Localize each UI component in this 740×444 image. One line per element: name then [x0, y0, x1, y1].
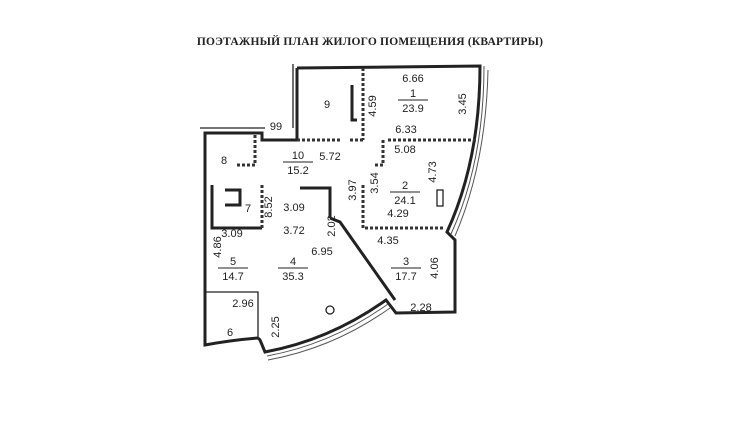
dimension: 4.06	[429, 257, 441, 278]
dimension: 2.96	[232, 298, 253, 310]
dimension: 3.72	[283, 225, 304, 237]
room-3-area: 17.7	[395, 271, 416, 283]
dimension: 6.33	[395, 124, 416, 136]
room-8-number: 8	[221, 155, 227, 167]
room-6-number: 6	[227, 327, 233, 339]
room-1-area: 23.9	[402, 103, 423, 115]
room-1-number: 1	[410, 88, 416, 100]
dimension: 4.73	[427, 161, 439, 182]
dimension: 3.45	[457, 93, 469, 114]
dimension: 5.72	[319, 151, 340, 163]
dimension: 3.09	[221, 228, 242, 240]
dimension: 2.02	[326, 215, 338, 236]
dimension: 2.28	[410, 302, 431, 314]
room-4-area: 35.3	[282, 271, 303, 283]
room-labels: 1 23.9 2 24.1 3 17.7 4 35.3 5 14.7 6 7 8…	[218, 88, 428, 339]
dimension: 6.66	[402, 73, 423, 85]
dimension: 5.08	[394, 144, 415, 156]
room-4-number: 4	[290, 256, 296, 268]
dimensions: 6.66 3.45 4.59 6.33 99 5.72 5.08 4.73 3.…	[212, 73, 469, 338]
dimension: 3.97	[347, 179, 359, 200]
dimension: 3.09	[283, 202, 304, 214]
room-9-number: 9	[324, 99, 330, 111]
walls	[200, 64, 489, 361]
room-5-area: 14.7	[222, 271, 243, 283]
dimension: 3.54	[369, 172, 381, 193]
room-10-area: 15.2	[287, 165, 308, 177]
dimension: 2.25	[270, 316, 282, 337]
dimension: 6.95	[311, 246, 332, 258]
dimension: 4.86	[212, 236, 224, 257]
dimension: 8.52	[263, 196, 275, 217]
dimension: 99	[270, 121, 282, 133]
room-3-number: 3	[403, 256, 409, 268]
dimension: 4.59	[367, 95, 379, 116]
room-2-area: 24.1	[394, 195, 415, 207]
dimension: 4.35	[377, 235, 398, 247]
dimension: 4.29	[387, 208, 408, 220]
room-5-number: 5	[230, 256, 236, 268]
room-10-number: 10	[292, 150, 304, 162]
room-7-number: 7	[245, 203, 251, 215]
plan-title: ПОЭТАЖНЫЙ ПЛАН ЖИЛОГО ПОМЕЩЕНИЯ (КВАРТИР…	[196, 36, 544, 48]
room-2-number: 2	[402, 180, 408, 192]
